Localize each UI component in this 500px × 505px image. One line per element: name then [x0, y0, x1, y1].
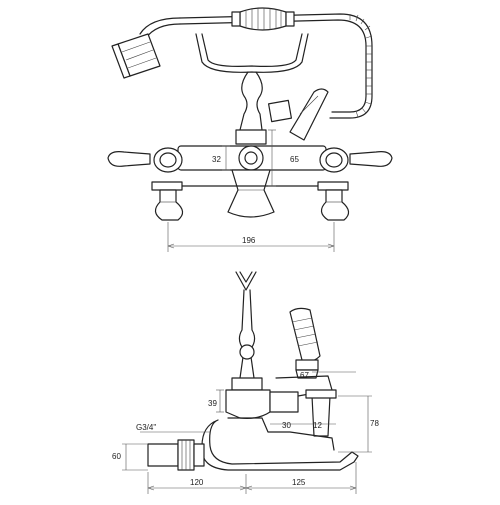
- side-cradle: [235, 271, 257, 291]
- handset-grip: [231, 7, 295, 31]
- dim-height-left: 32: [212, 155, 221, 164]
- side-view-dimensions: 67 39 30 12 78 G3/4" 60 120 125: [112, 371, 379, 494]
- dim-thread: G3/4": [136, 423, 156, 432]
- front-view-dimensions: 32 65 196: [167, 129, 335, 252]
- side-handset: [289, 307, 321, 379]
- front-view: 32 65 196: [107, 7, 393, 252]
- dim-depth-a: 30: [282, 421, 291, 430]
- side-knuckle: [239, 344, 255, 360]
- dim-width: 196: [242, 236, 256, 245]
- dim-offset-top: 67: [300, 371, 309, 380]
- hose-ribs: [349, 14, 373, 118]
- hose: [179, 13, 373, 119]
- side-stem: [238, 289, 256, 379]
- dim-length-left: 120: [190, 478, 204, 487]
- shower-head: [111, 33, 161, 79]
- cradle-inner: [201, 33, 303, 67]
- side-body: [147, 375, 359, 471]
- cradle-stem: [239, 71, 263, 131]
- cradle: [195, 33, 309, 73]
- dim-length-right: 125: [292, 478, 306, 487]
- dim-height-right: 65: [290, 155, 299, 164]
- valve-body: [107, 129, 393, 221]
- side-view: 67 39 30 12 78 G3/4" 60 120 125: [112, 271, 379, 494]
- dim-depth-b: 12: [313, 421, 322, 430]
- diverter-lever: [267, 88, 329, 141]
- dim-height-base: 60: [112, 452, 121, 461]
- dim-height-total: 78: [370, 419, 379, 428]
- hose-inner: [179, 19, 367, 113]
- dim-height-body: 39: [208, 399, 217, 408]
